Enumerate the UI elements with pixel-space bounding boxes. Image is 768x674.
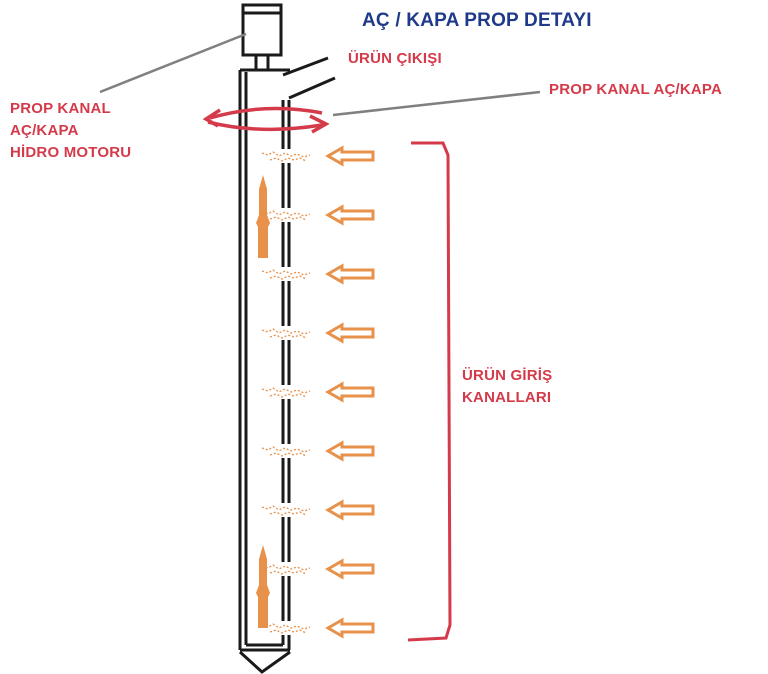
diagram-title: AÇ / KAPA PROP DETAYI xyxy=(362,10,592,31)
rotation-arrow-icon xyxy=(202,106,330,134)
grain-particles xyxy=(261,210,311,221)
grain-particles xyxy=(261,623,311,634)
upward-flow-arrow-icon xyxy=(256,545,270,628)
inlet-opening xyxy=(281,267,291,281)
channel-open-close-label: PROP KANAL AÇ/KAPA xyxy=(549,81,723,98)
grain-particles xyxy=(261,505,311,516)
inlet-arrow-icon xyxy=(324,558,375,580)
inlet-opening xyxy=(281,444,291,458)
inlet-arrow-icon xyxy=(324,145,375,167)
inlet-opening xyxy=(281,149,291,163)
inlet-channels-label: ÜRÜN GİRİŞ KANALLARI xyxy=(462,365,552,409)
grain-particles xyxy=(261,564,311,575)
inlet-channels-label-line-1: ÜRÜN GİRİŞ xyxy=(462,367,553,384)
inlet-opening xyxy=(281,385,291,399)
product-outlet-label: ÜRÜN ÇIKIŞI xyxy=(348,50,442,67)
inlet-arrow-icon xyxy=(324,499,375,521)
hydro-motor-label-line-3: HİDRO MOTORU xyxy=(10,144,132,161)
inlet-opening xyxy=(281,562,291,576)
inlet-arrow-icon xyxy=(324,322,375,344)
motor-leader-line xyxy=(99,32,247,94)
inlet-arrow-icon xyxy=(324,263,375,285)
hydro-motor-label-line-2: AÇ/KAPA xyxy=(10,122,79,139)
probe-tube xyxy=(238,68,291,674)
upward-flow-arrow-icon xyxy=(256,175,270,258)
hydro-motor-label: PROP KANAL AÇ/KAPA HİDRO MOTORU xyxy=(10,98,131,164)
inlet-opening xyxy=(281,621,291,635)
grain-particles xyxy=(261,387,311,398)
grain-particles xyxy=(261,328,311,339)
inlet-bracket xyxy=(407,141,452,642)
hydro-motor xyxy=(241,3,283,70)
inlet-opening xyxy=(281,503,291,517)
inlet-arrow-icon xyxy=(324,617,375,639)
inlet-arrow-icon xyxy=(324,204,375,226)
inlet-opening xyxy=(281,208,291,222)
inlet-arrow-icon xyxy=(324,440,375,462)
inlet-opening xyxy=(281,326,291,340)
grain-particles xyxy=(261,269,311,280)
hydro-motor-label-line-1: PROP KANAL xyxy=(10,100,111,117)
inlet-arrow-icon xyxy=(324,381,375,403)
grain-particles xyxy=(261,151,311,162)
outlet-spout xyxy=(282,56,336,100)
channel-leader-line xyxy=(332,90,541,117)
grain-particles xyxy=(261,446,311,457)
inlet-channels-label-line-2: KANALLARI xyxy=(462,389,552,406)
